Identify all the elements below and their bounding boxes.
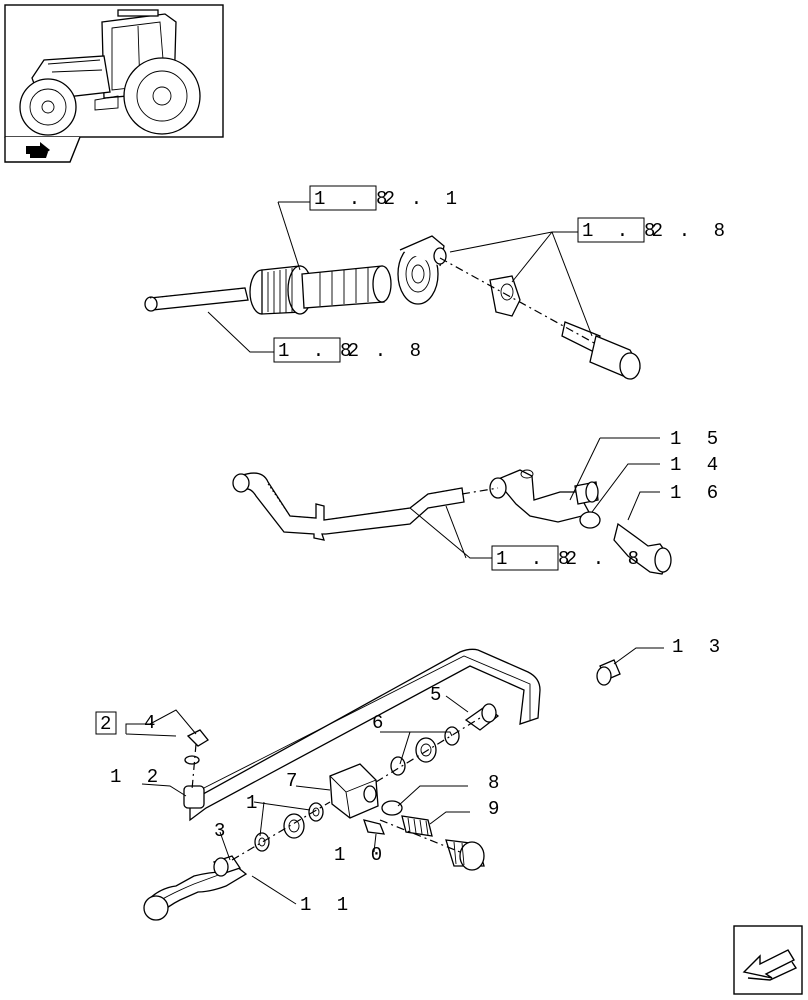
callout-13: 1 3 <box>672 636 727 658</box>
ref-1-28-8-pipe[interactable]: 1 . 2 8 . 8 <box>491 545 645 571</box>
ref-rest-text: 8 . 1 <box>376 188 463 210</box>
callout-16: 1 6 <box>670 482 725 504</box>
callout-14: 1 4 <box>670 454 725 476</box>
ref-1-28-1[interactable]: 1 . 2 8 . 1 <box>309 185 463 211</box>
ref-boxed-text: 1 . 2 <box>314 188 401 210</box>
ref-boxed-text: 1 . 2 <box>582 220 669 242</box>
callout-9: 9 <box>488 798 506 820</box>
pipe-tee-assembly <box>232 469 672 575</box>
section-arrow-icon <box>26 142 50 158</box>
ref-boxed-text: 2 <box>100 713 117 735</box>
callout-12: 1 2 <box>110 766 165 788</box>
callout-10: 1 0 <box>334 844 389 866</box>
tractor-icon <box>19 9 201 136</box>
tractor-thumbnail[interactable] <box>4 4 224 138</box>
ref-rest-text: 8 . 8 <box>644 220 731 242</box>
fuel-line-assembly <box>143 648 541 921</box>
callout-5: 5 <box>430 684 448 706</box>
ref-1-28-8-left[interactable]: 1 . 2 8 . 8 <box>273 337 427 363</box>
callout-15: 1 5 <box>670 428 725 450</box>
ref-rest-text: 8 . 8 <box>340 340 427 362</box>
callout-11: 1 1 <box>300 894 355 916</box>
next-page-arrow-icon <box>742 949 798 981</box>
ref-2[interactable]: 2 <box>95 711 117 735</box>
next-page-button[interactable] <box>733 925 803 995</box>
section-tab[interactable] <box>4 136 81 163</box>
callout-4: 4 <box>144 712 162 734</box>
callout-7: 7 <box>286 770 304 792</box>
shaft-assembly <box>144 235 641 380</box>
callout-6: 6 <box>372 712 390 734</box>
callout-1: 1 <box>246 792 264 814</box>
ref-boxed-text: 1 . 2 <box>278 340 365 362</box>
bolt-13 <box>596 659 621 686</box>
callout-8: 8 <box>488 772 506 794</box>
callout-3: 3 <box>214 820 232 842</box>
ref-boxed-text: 1 . 2 <box>496 548 583 570</box>
ref-1-28-8-top[interactable]: 1 . 2 8 . 8 <box>577 217 731 243</box>
ref-rest-text: 8 . 8 <box>558 548 645 570</box>
